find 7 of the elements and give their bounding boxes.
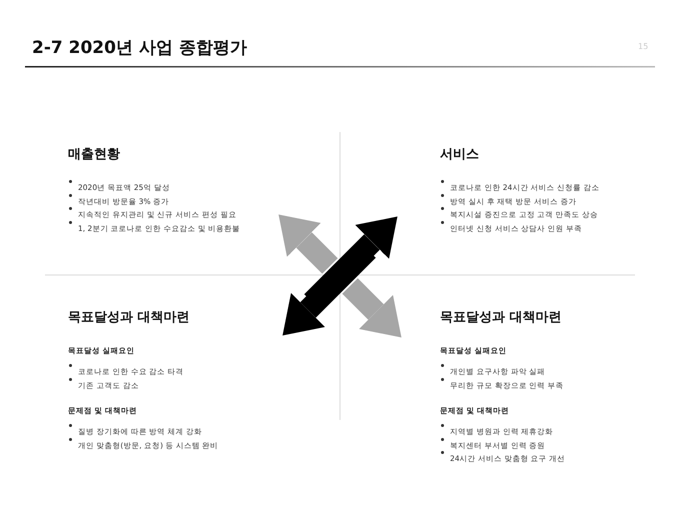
section-heading: 목표달성과 대책마련 [440, 309, 562, 326]
section-heading: 매출현황 [68, 146, 120, 163]
section-heading: 서비스 [440, 146, 479, 163]
block-arrow [342, 278, 402, 338]
section-heading: 목표달성과 대책마련 [68, 309, 190, 326]
block-arrow [278, 214, 338, 274]
slide-title: 2-7 2020년 사업 종합평가 [32, 37, 247, 59]
